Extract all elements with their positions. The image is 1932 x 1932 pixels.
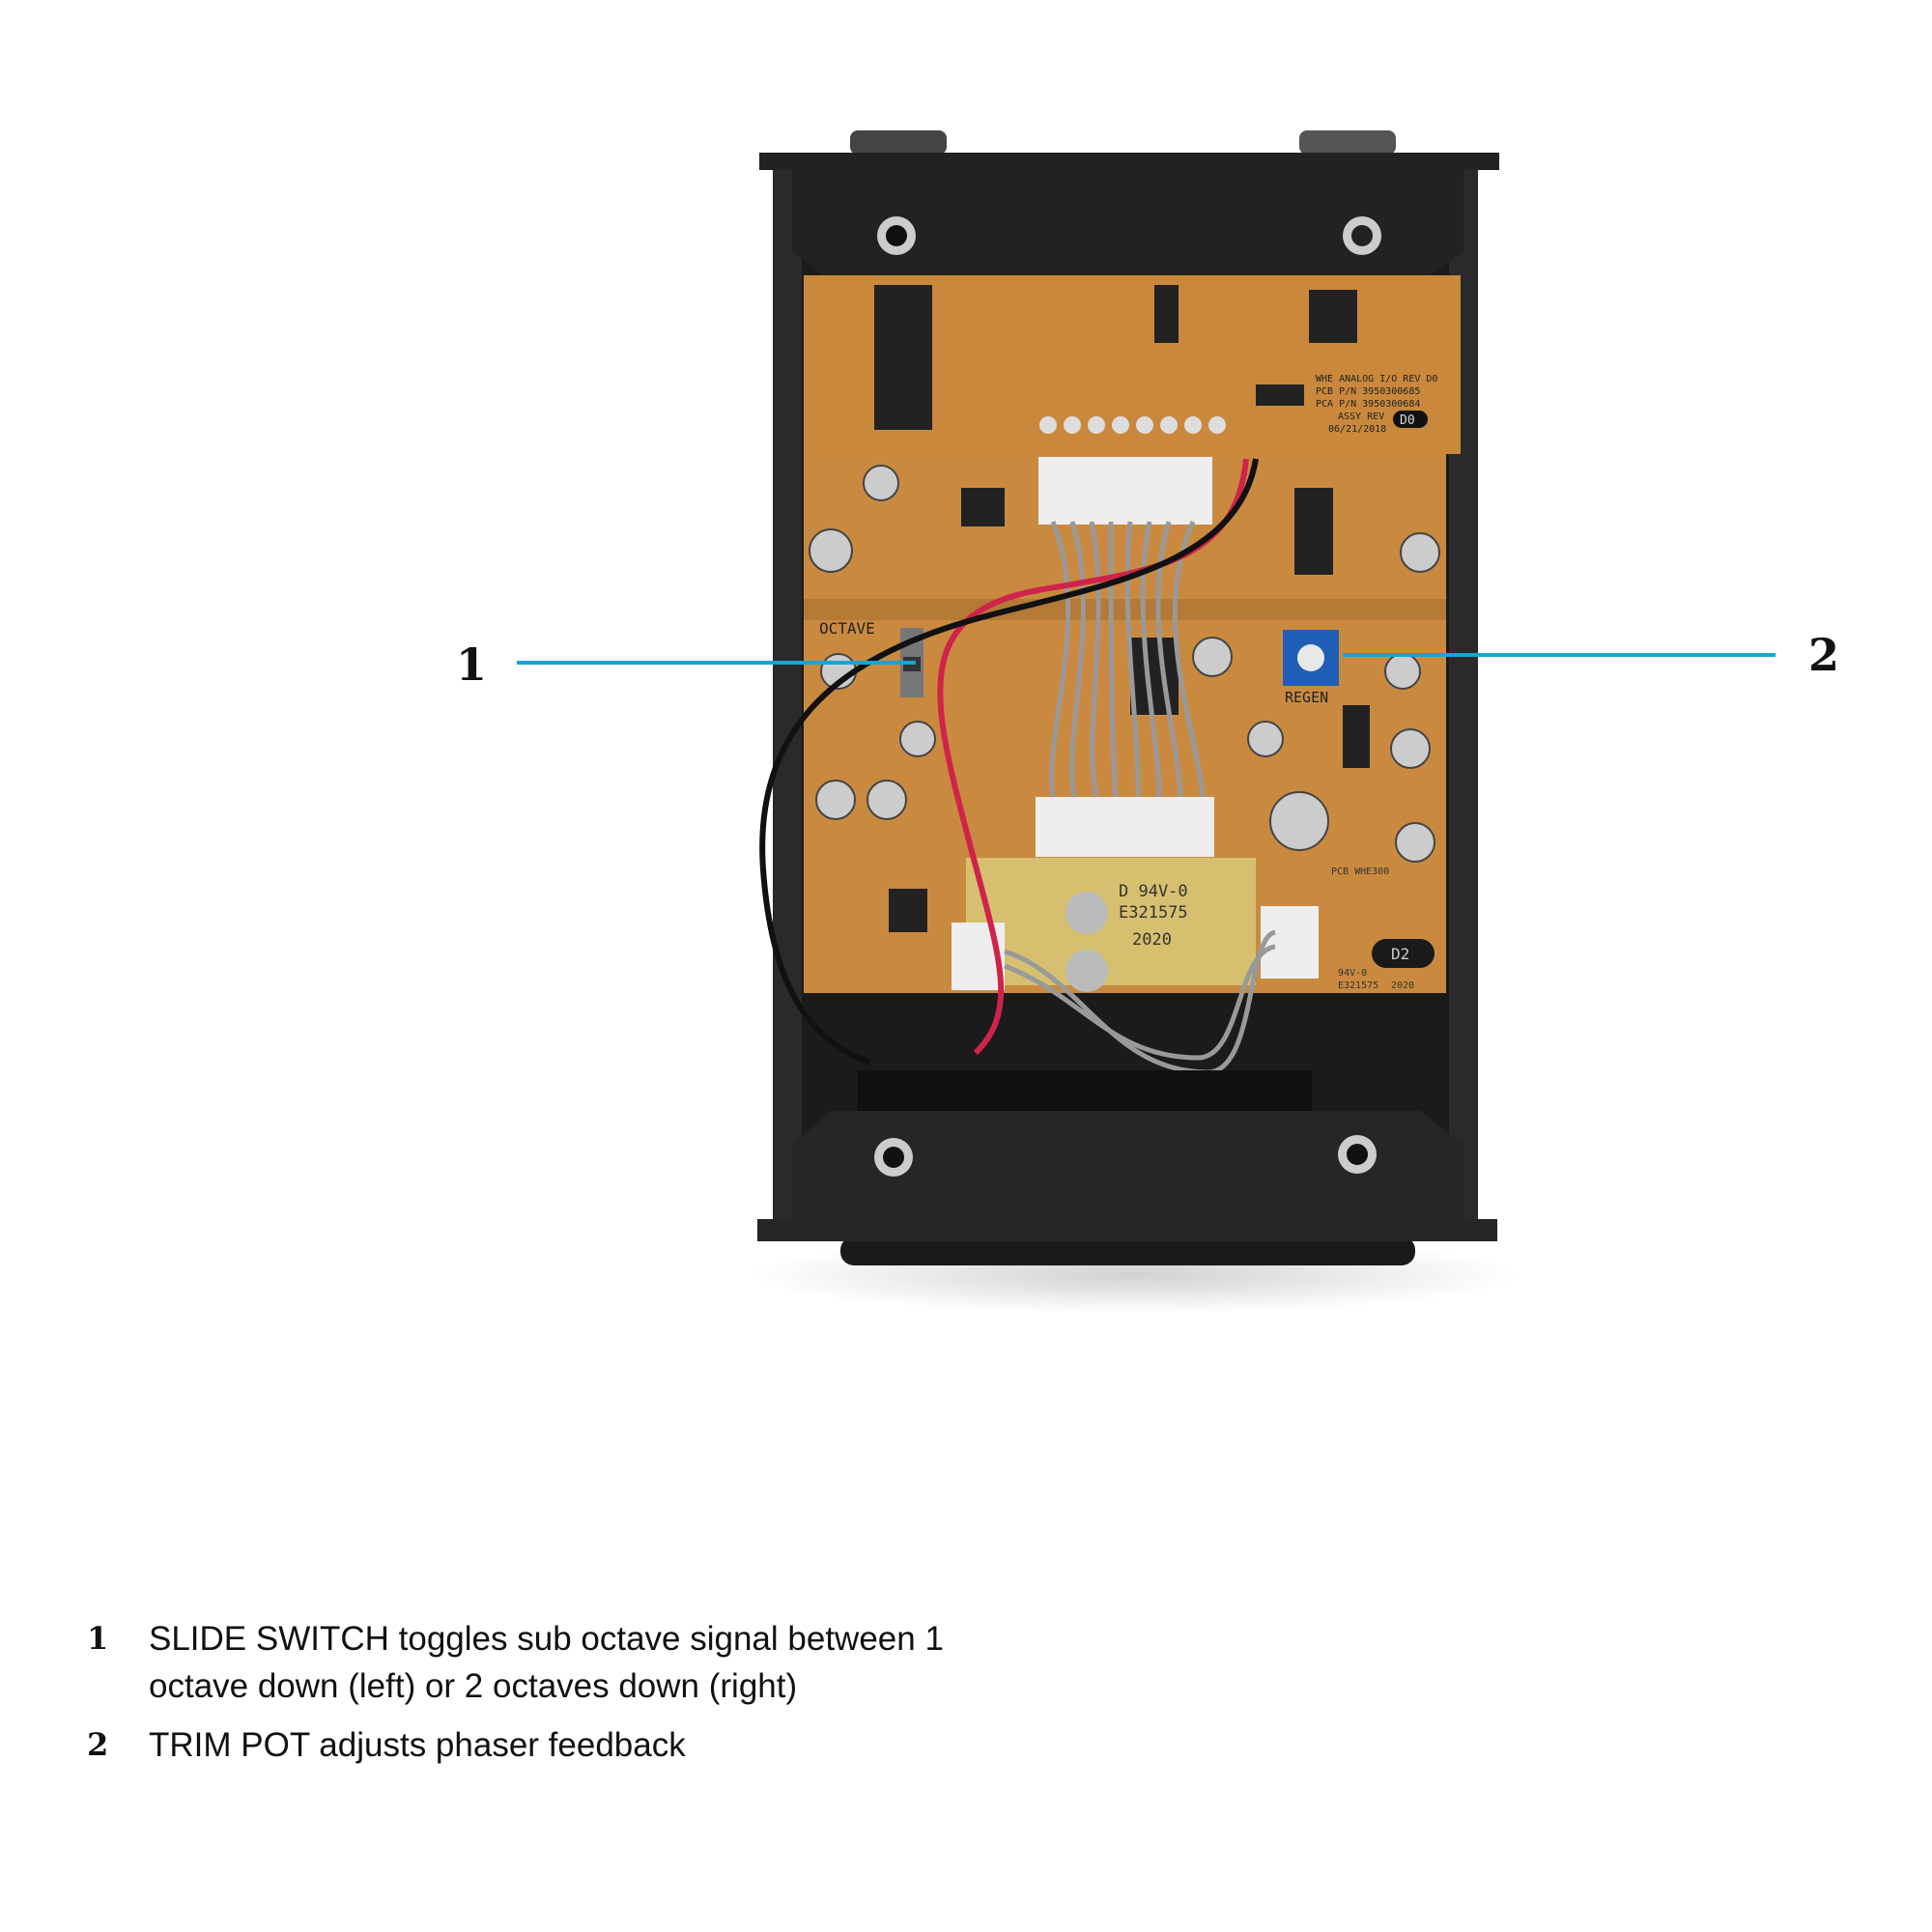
cover-text: E321575 [1119,903,1188,923]
cover-text: D 94V-0 [1119,882,1188,901]
board-text: E321575 [1338,980,1378,991]
board-text: ASSY REV [1338,412,1384,422]
callout-number-2: 2 [1807,629,1840,681]
top-bracket [759,153,1499,282]
board-text: 06/21/2018 [1328,424,1386,435]
jack-right [1299,130,1396,155]
bottom-bracket [757,1111,1497,1241]
board-text: 2020 [1391,980,1414,991]
legend-number: 2 [87,1726,109,1763]
octave-label: OCTAVE [819,619,875,638]
board-text: PCA P/N 3950300684 [1316,399,1420,410]
board-text: WHE ANALOG I/O REV D0 [1316,374,1437,384]
black-wire [759,458,1259,1065]
board-text: 94V-0 [1338,968,1367,979]
footswitch-board [966,858,1256,985]
svg-text:D0: D0 [1400,413,1415,428]
board-text: PCB WHE300 [1331,867,1389,877]
legend-number: 1 [87,1620,109,1657]
board-text: PCB P/N 3950300685 [1316,386,1420,397]
legend-text: SLIDE SWITCH toggles sub octave signal b… [149,1620,944,1705]
callout-number-1: 1 [455,639,488,691]
cover-text: 2020 [1132,930,1172,950]
regen-label: REGEN [1285,689,1328,706]
legend-item: 1 SLIDE SWITCH toggles sub octave signal… [87,1615,1018,1710]
legend-text: TRIM POT adjusts phaser feedback [149,1726,686,1764]
connector-top [1038,457,1212,525]
svg-text:D2: D2 [1391,945,1409,963]
connector-bottom [1036,797,1214,857]
legend-item: 2 TRIM POT adjusts phaser feedback [87,1721,1018,1769]
legend: 1 SLIDE SWITCH toggles sub octave signal… [87,1615,1018,1780]
jack-left [850,130,947,155]
